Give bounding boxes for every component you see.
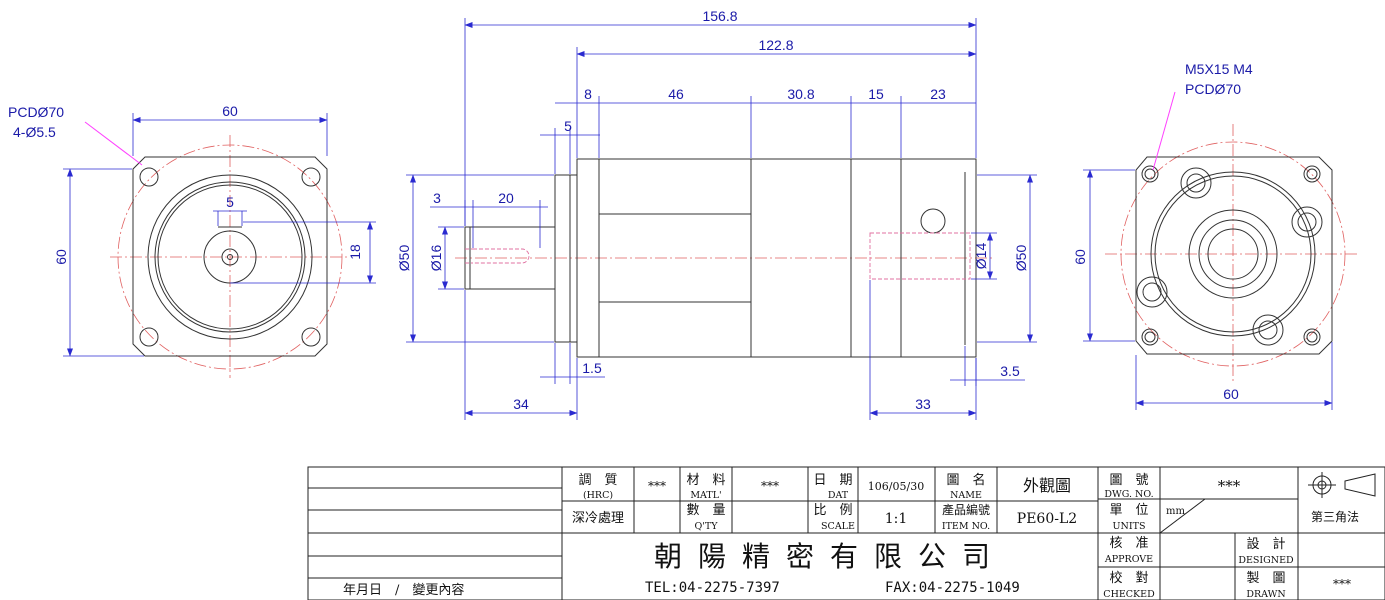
title-block: 年月日 / 變更內容 調 質 (HRC) *** 材 料 MATL' *** 日… <box>307 466 1385 600</box>
designed-sub: DESIGNED <box>1238 555 1294 566</box>
seg-30-8-dim: 30.8 <box>787 86 814 102</box>
company-name: 朝陽精密有限公司 <box>654 540 1006 573</box>
hrc-value: *** <box>648 479 666 493</box>
input-33-dim: 33 <box>915 396 931 412</box>
units-label: 單 位 <box>1109 503 1148 518</box>
dwg-label: 圖 號 <box>1109 473 1148 488</box>
body-length-dim: 122.8 <box>758 37 793 53</box>
scale-label: 比 例 <box>813 503 852 518</box>
name-value: 外觀圖 <box>1023 476 1071 495</box>
qty-label: 數 量 <box>686 503 725 518</box>
rear-height-dim: 60 <box>1072 249 1088 265</box>
rear-width-dim: 60 <box>1223 386 1239 402</box>
front-key-width-dim: 5 <box>226 194 234 210</box>
front-holes-label: 4-Ø5.5 <box>13 124 56 140</box>
input-3-5-dim: 3.5 <box>1000 363 1020 379</box>
approve-label: 核 准 <box>1109 536 1148 551</box>
front-pcd-label: PCDØ70 <box>8 104 64 120</box>
shaft-3-dim: 3 <box>433 190 441 206</box>
scale-value: 1:1 <box>885 511 908 527</box>
name-label: 圖 名 <box>946 472 985 488</box>
projection-label: 第三角法 <box>1311 510 1359 524</box>
item-value: PE60-L2 <box>1017 511 1077 527</box>
shaft-34-dim: 34 <box>513 396 529 412</box>
treatment-value: 深冷處理 <box>572 511 624 526</box>
name-sub: NAME <box>950 490 982 501</box>
rear-pcd-label: PCDØ70 <box>1185 81 1241 97</box>
item-sub: ITEM NO. <box>942 521 990 532</box>
matl-value: *** <box>761 479 779 493</box>
seg-15-dim: 15 <box>868 86 884 102</box>
approve-sub: APPROVE <box>1104 554 1153 565</box>
dwg-sub: DWG. NO. <box>1104 489 1153 500</box>
dwg-value: *** <box>1218 477 1241 495</box>
spigot-1-5-dim: 1.5 <box>582 360 602 376</box>
key-20-dim: 20 <box>498 190 514 206</box>
overall-length-dim: 156.8 <box>702 8 737 24</box>
rear-tap-label: M5X15 M4 <box>1185 61 1253 77</box>
date-sub: DAT <box>828 490 849 501</box>
front-height-dim: 60 <box>53 249 69 265</box>
date-value: 106/05/30 <box>868 480 924 493</box>
scale-sub: SCALE <box>821 521 855 532</box>
dia-14-dim: Ø14 <box>973 243 989 270</box>
date-label: 日 期 <box>813 473 852 488</box>
hrc-label: 調 質 <box>578 473 617 488</box>
designed-label: 設 計 <box>1246 536 1285 552</box>
dia-16-dim: Ø16 <box>428 245 444 272</box>
third-angle-projection-icon <box>1308 472 1376 498</box>
company-tel: TEL:04-2275-7397 <box>645 580 780 596</box>
front-width-dim: 60 <box>222 103 238 119</box>
seg-23-dim: 23 <box>930 86 946 102</box>
side-view: 156.8 122.8 8 46 30.8 15 23 5 3 20 Ø50 Ø… <box>396 8 1037 420</box>
company-fax: FAX:04-2275-1049 <box>885 580 1020 596</box>
flange-dim: 8 <box>584 86 592 102</box>
seg-46-dim: 46 <box>668 86 684 102</box>
matl-sub: MATL' <box>690 490 721 501</box>
hrc-sub: (HRC) <box>583 490 613 501</box>
revision-header: 年月日 / 變更內容 <box>343 582 464 598</box>
checked-label: 校 對 <box>1109 570 1148 586</box>
qty-sub: Q'TY <box>694 521 718 532</box>
units-sub: UNITS <box>1113 521 1146 532</box>
matl-label: 材 料 <box>686 473 725 488</box>
front-key-height-dim: 18 <box>347 244 363 260</box>
checked-sub: CHECKED <box>1103 589 1155 600</box>
spigot-5-dim: 5 <box>564 118 572 134</box>
drawn-sub: DRAWN <box>1246 589 1285 600</box>
dia-50-left-dim: Ø50 <box>396 245 412 272</box>
drawn-label: 製 圖 <box>1246 571 1285 586</box>
dia-50-right-dim: Ø50 <box>1013 245 1029 272</box>
rear-view: M5X15 M4 PCDØ70 60 60 <box>1072 61 1360 410</box>
front-view: 60 60 5 18 PCDØ70 4-Ø5.5 <box>8 103 376 378</box>
item-label: 產品編號 <box>942 502 990 517</box>
drawn-value: *** <box>1333 577 1351 591</box>
units-value: mm <box>1166 506 1185 517</box>
